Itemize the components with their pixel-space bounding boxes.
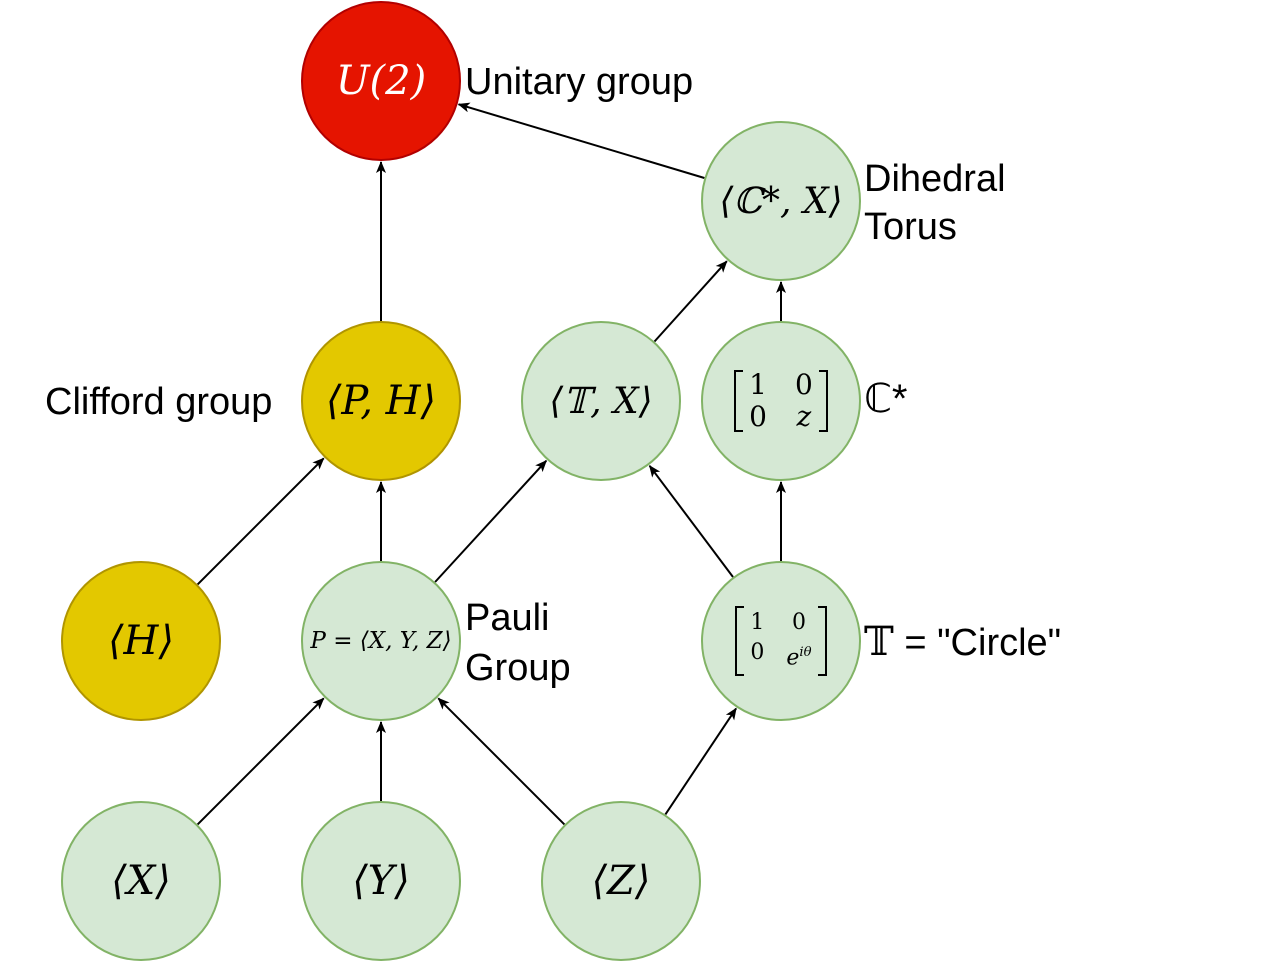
node-dihedral-torus: ⟨ℂ*, X⟩ [701, 121, 861, 281]
edge-dihedral_torus-to-u2 [457, 102, 705, 179]
node-x-text: ⟨X⟩ [111, 858, 171, 904]
matrix-right-bracket [818, 370, 828, 432]
node-circle-x-text: ⟨𝕋, X⟩ [549, 380, 653, 422]
node-z: ⟨Z⟩ [541, 801, 701, 961]
node-clifford-text: ⟨P, H⟩ [325, 378, 437, 424]
matrix-right-bracket [817, 606, 827, 676]
node-c-star-matrix: 1 0 0 z [701, 321, 861, 481]
label-group: Group [465, 647, 571, 689]
node-y: ⟨Y⟩ [301, 801, 461, 961]
node-unitary-u2: U(2) [301, 1, 461, 161]
node-circle-x: ⟨𝕋, X⟩ [521, 321, 681, 481]
label-torus: Torus [864, 206, 957, 248]
label-clifford-group: Clifford group [45, 381, 273, 423]
matrix-cell: 0 [791, 610, 806, 636]
edge-circle_matrix-to-t_x [648, 464, 734, 578]
c-star-matrix: 1 0 0 z [734, 370, 828, 432]
label-pauli: Pauli [465, 597, 550, 639]
label-c-star: ℂ* [864, 377, 908, 421]
edge-pauli-to-t_x [434, 459, 548, 583]
node-circle-matrix: 1 0 0 eiθ [701, 561, 861, 721]
matrix-cell: 1 [750, 610, 765, 636]
node-clifford-group: ⟨P, H⟩ [301, 321, 461, 481]
label-unitary-group: Unitary group [465, 61, 694, 103]
node-pauli-text: P = ⟨X, Y, Z⟩ [310, 628, 452, 654]
edge-z-to-circle_matrix [664, 707, 737, 815]
matrix-cell: 1 [749, 368, 767, 401]
matrix-cell: 0 [749, 400, 767, 433]
label-dihedral: Dihedral [864, 158, 1006, 200]
circle-matrix: 1 0 0 eiθ [735, 606, 827, 676]
node-y-text: ⟨Y⟩ [352, 858, 410, 904]
node-u2-text: U(2) [335, 58, 427, 104]
matrix-cell: 0 [750, 640, 765, 666]
edge-x-to-pauli [196, 697, 325, 826]
edge-z-to-pauli [437, 697, 566, 826]
label-circle: 𝕋 = "Circle" [864, 617, 1061, 668]
circle-text: = "Circle" [893, 622, 1062, 664]
edge-t_x-to-dihedral_torus [653, 260, 728, 343]
matrix-cell: z [796, 400, 812, 433]
matrix-left-bracket [735, 606, 745, 676]
matrix-cell: 0 [795, 368, 813, 401]
node-hadamard: ⟨H⟩ [61, 561, 221, 721]
matrix-left-bracket [734, 370, 744, 432]
node-x: ⟨X⟩ [61, 801, 221, 961]
node-pauli-group: P = ⟨X, Y, Z⟩ [301, 561, 461, 721]
node-z-text: ⟨Z⟩ [591, 858, 651, 904]
matrix-cell: eiθ [786, 645, 812, 671]
node-dihedral-torus-text: ⟨ℂ*, X⟩ [719, 180, 843, 222]
circle-symbol: 𝕋 [864, 619, 894, 665]
edge-h-to-clifford [196, 457, 325, 586]
node-h-text: ⟨H⟩ [107, 618, 175, 664]
